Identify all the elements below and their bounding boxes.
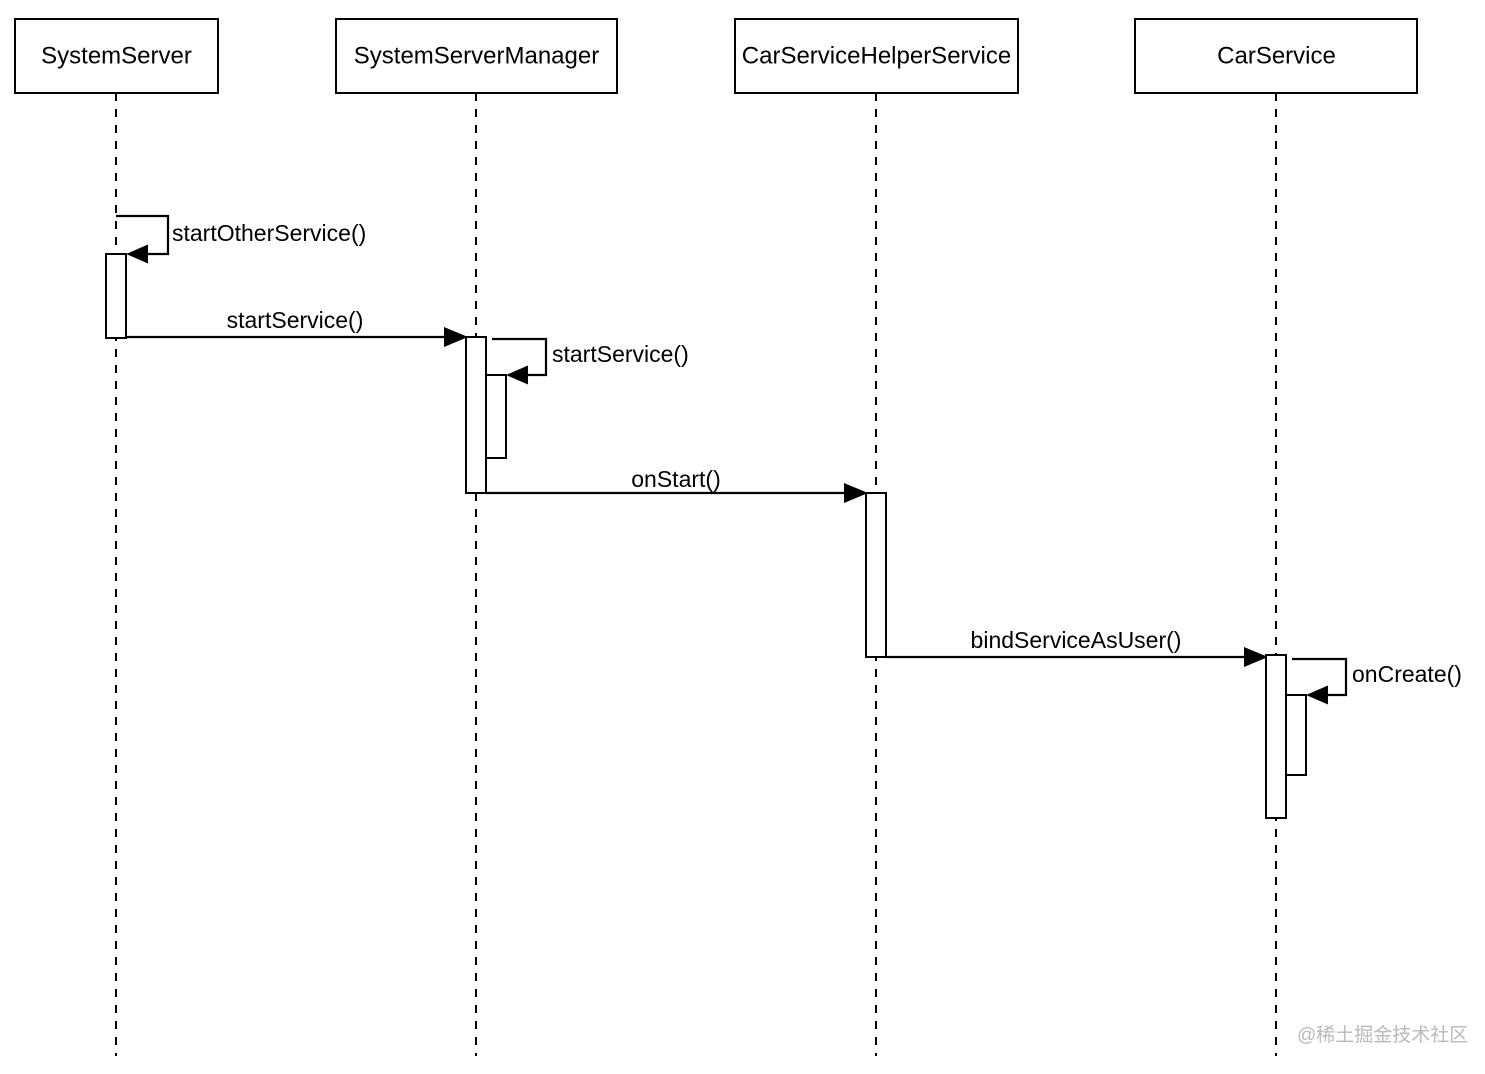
arrow-head-start-service-self (506, 365, 528, 385)
participant-car-service[interactable]: CarService (1134, 18, 1418, 94)
message-label-bind-service-as-user: bindServiceAsUser() (971, 627, 1182, 653)
activation-bar-system-server[interactable] (105, 253, 127, 339)
arrow-head-bind-service-as-user (1244, 647, 1268, 667)
participant-label-car-service: CarService (1217, 42, 1336, 69)
participant-system-server[interactable]: SystemServer (14, 18, 219, 94)
watermark-label: @稀土掘金技术社区 (1297, 1024, 1468, 1046)
activation-bar-car-service-nested[interactable] (1285, 694, 1307, 776)
self-call-path-start-service-self (492, 337, 548, 377)
message-label-on-start: onStart() (631, 466, 720, 492)
participant-box-system-server[interactable] (14, 18, 219, 94)
message-label-start-service-self: startService() (552, 341, 689, 367)
arrow-head-on-create (1306, 685, 1328, 705)
self-call-path-start-other-service (116, 214, 170, 256)
message-bind-service-as-user[interactable]: bindServiceAsUser() (886, 627, 1268, 667)
participant-system-server-manager[interactable]: SystemServerManager (335, 18, 618, 94)
message-start-service[interactable]: startService() (126, 307, 468, 347)
self-call-path-on-create (1292, 657, 1348, 697)
activation-bar-system-server-manager-nested[interactable] (485, 374, 507, 459)
arrow-head-on-start (844, 483, 868, 503)
message-label-start-other-service: startOtherService() (172, 220, 366, 246)
participant-label-system-server-manager: SystemServerManager (354, 42, 599, 69)
participant-box-car-service-helper-service[interactable] (734, 18, 1019, 94)
message-start-other-service[interactable]: startOtherService() (116, 214, 366, 264)
activation-bar-car-service[interactable] (1265, 654, 1287, 819)
arrow-head-start-other-service (126, 244, 148, 264)
participant-label-car-service-helper-service: CarServiceHelperService (742, 42, 1011, 69)
participant-box-car-service[interactable] (1134, 18, 1418, 94)
activation-bar-car-service-helper-service[interactable] (865, 492, 887, 658)
message-on-start[interactable]: onStart() (486, 466, 868, 503)
message-start-service-self[interactable]: startService() (492, 337, 689, 385)
participant-box-system-server-manager[interactable] (335, 18, 618, 94)
message-label-on-create: onCreate() (1352, 661, 1462, 687)
message-label-start-service: startService() (227, 307, 364, 333)
participant-car-service-helper-service[interactable]: CarServiceHelperService (734, 18, 1019, 94)
participant-label-system-server: SystemServer (41, 42, 192, 69)
activation-bar-system-server-manager[interactable] (465, 336, 487, 494)
arrow-head-start-service (444, 327, 468, 347)
message-on-create[interactable]: onCreate() (1292, 657, 1462, 705)
